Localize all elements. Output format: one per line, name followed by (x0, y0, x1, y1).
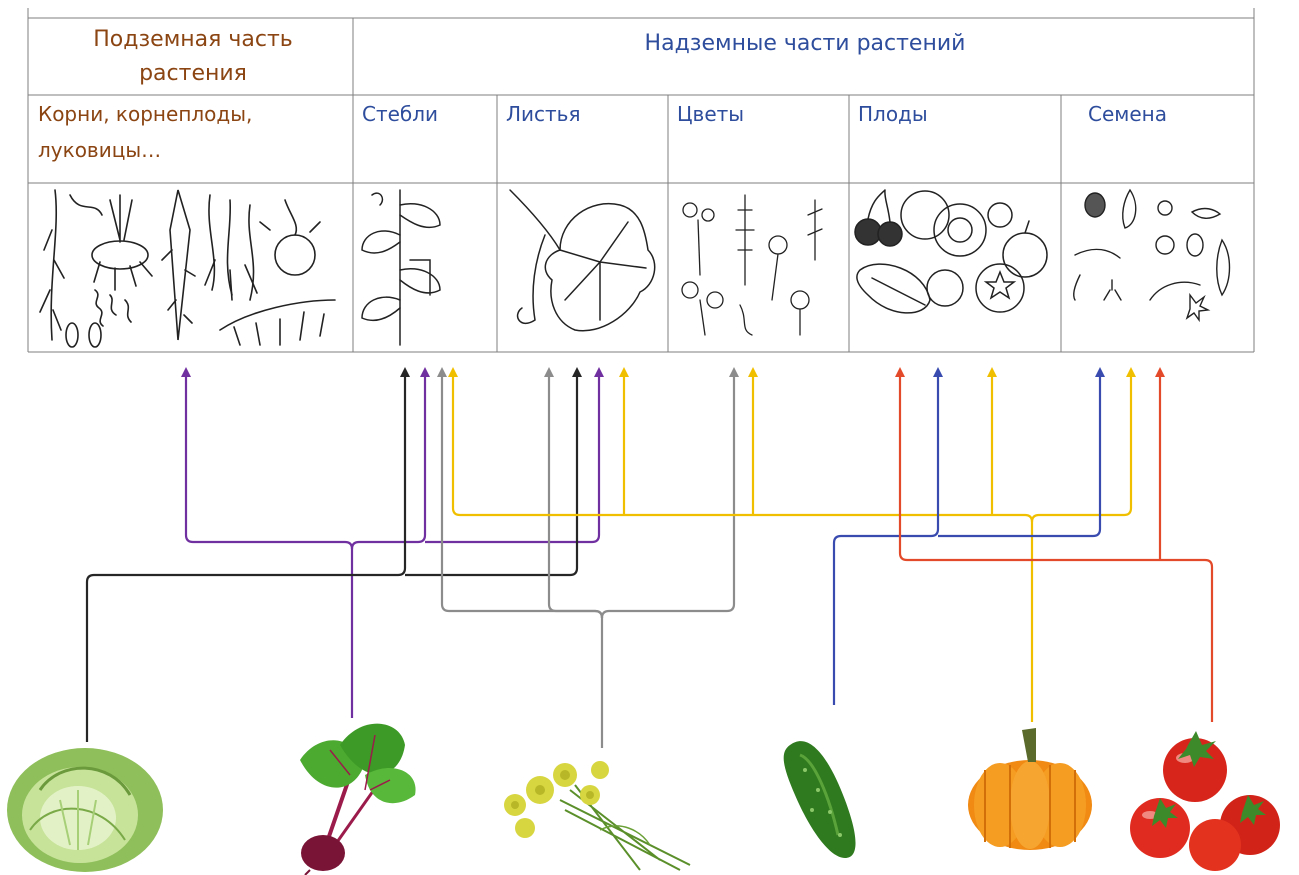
flowers-sketch-icon (682, 195, 822, 335)
connector-tomato (900, 372, 1212, 722)
connector-cabbage (87, 372, 577, 742)
column-header-leaves: Листья (506, 102, 581, 126)
aboveground-header: Надземные части растений (645, 31, 966, 56)
roots-sketch-icon (40, 190, 335, 347)
column-header-fruits: Плоды (858, 102, 928, 126)
pumpkin-icon (968, 728, 1092, 850)
column-header-seeds: Семена (1088, 102, 1167, 126)
beet-icon (300, 724, 416, 875)
seeds-sketch-icon (1074, 190, 1230, 320)
underground-header-line1: Подземная часть (93, 27, 293, 52)
fruits-sketch-icon (855, 190, 1047, 313)
column-header-flowers: Цветы (677, 102, 744, 126)
table-grid (28, 8, 1254, 352)
connector-pumpkin (453, 372, 1131, 722)
roots-label-line2: луковицы… (38, 138, 161, 162)
cucumber-icon (784, 741, 856, 858)
connector-beet (186, 372, 599, 718)
dill-icon (504, 761, 690, 870)
cabbage-icon (7, 748, 163, 872)
tomato-icon (1130, 731, 1280, 871)
underground-header-line2: растения (139, 61, 247, 86)
column-header-stems: Стебли (362, 102, 438, 126)
roots-label-line1: Корни, корнеплоды, (38, 102, 252, 126)
connector-cucumber (834, 372, 1100, 705)
stems-sketch-icon (362, 190, 440, 345)
connector-dill (442, 372, 734, 748)
leaves-sketch-icon (510, 190, 655, 331)
